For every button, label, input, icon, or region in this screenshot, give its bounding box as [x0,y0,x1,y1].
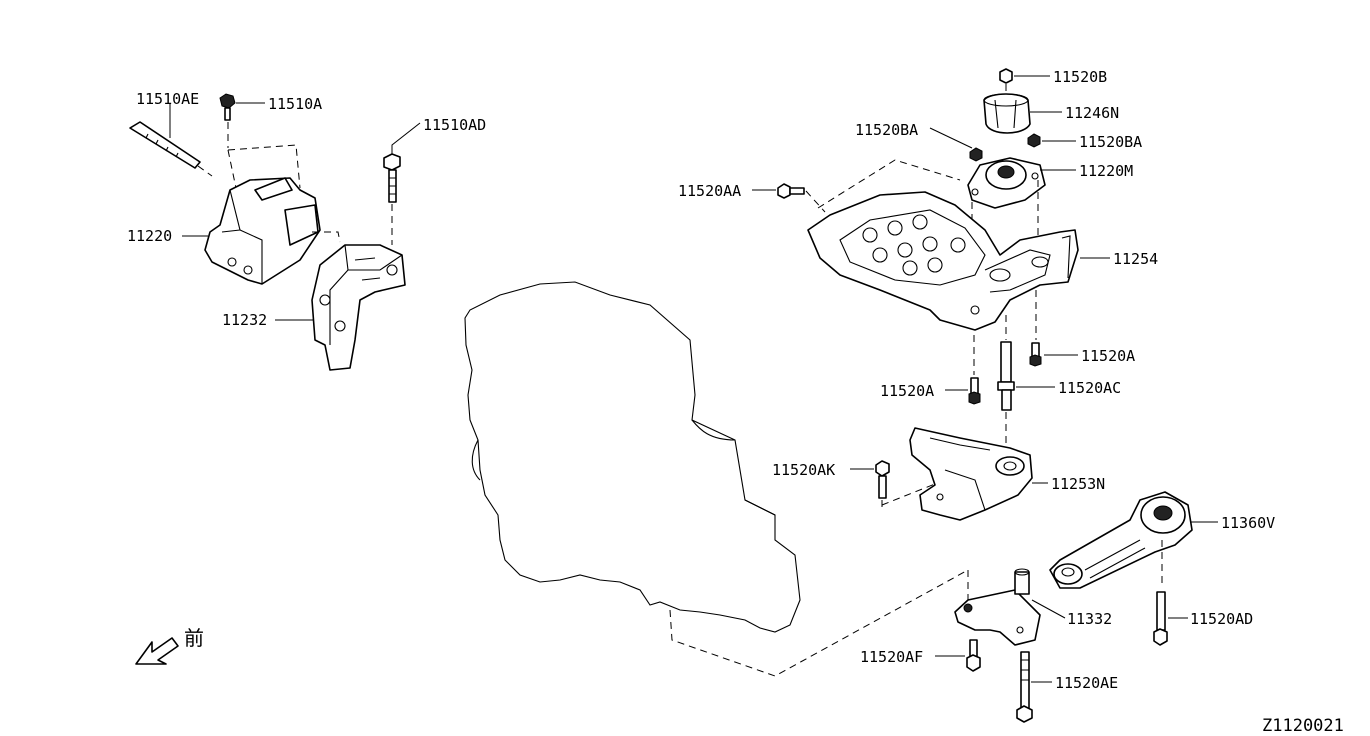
label-11360V: 11360V [1221,514,1275,532]
mount-11220M [967,157,1046,209]
nut-11520BA-left [969,147,983,162]
label-11332: 11332 [1067,610,1112,628]
label-11510A: 11510A [268,95,322,113]
label-11520BA-right: 11520BA [1079,133,1142,151]
bolt-11520AE [1016,651,1033,723]
bolt-11520A-right [1029,342,1042,367]
front-mark: 前 [184,626,204,650]
label-11520AC: 11520AC [1058,379,1121,397]
label-11246N: 11246N [1065,104,1119,122]
diagram-code: Z1120021 [1262,716,1344,736]
label-11254: 11254 [1113,250,1158,268]
nut-11520BA-right [1027,133,1041,148]
label-11520AE: 11520AE [1055,674,1118,692]
bolt-11520AK [875,460,890,499]
label-11520AF: 11520AF [860,648,923,666]
label-11520BA-left: 11520BA [855,121,918,139]
bolt-11520AA [777,183,805,199]
torque-rod-11360V [1049,491,1193,589]
label-11510AE: 11510AE [136,90,199,108]
label-11520A-left: 11520A [880,382,934,400]
label-11220: 11220 [127,227,172,245]
bolt-11520A-left [968,377,981,405]
label-11520AK: 11520AK [772,461,835,479]
label-11232: 11232 [222,311,267,329]
bolt-11510AD [383,153,401,203]
nut-11510A [219,93,236,121]
bracket-11253N [909,427,1033,521]
bolt-11520AF [966,639,981,672]
label-11220M: 11220M [1079,162,1133,180]
front-arrow-icon [135,637,179,665]
label-11520B: 11520B [1053,68,1107,86]
bracket-11232 [311,231,406,371]
label-11520AA: 11520AA [678,182,741,200]
label-11253N: 11253N [1051,475,1105,493]
label-11520A-right: 11520A [1081,347,1135,365]
bolt-11520B [999,68,1013,84]
engine-outline [464,281,801,633]
bracket-11254 [807,159,1079,331]
label-11520AD: 11520AD [1190,610,1253,628]
label-11510AD: 11510AD [423,116,486,134]
bolt-11520AD [1153,591,1168,646]
bracket-11332 [954,568,1041,646]
cup-11246N [983,93,1031,134]
mount-11220 [204,177,321,285]
stud-11520AC [997,341,1015,411]
bolt-11510AE [129,121,213,177]
